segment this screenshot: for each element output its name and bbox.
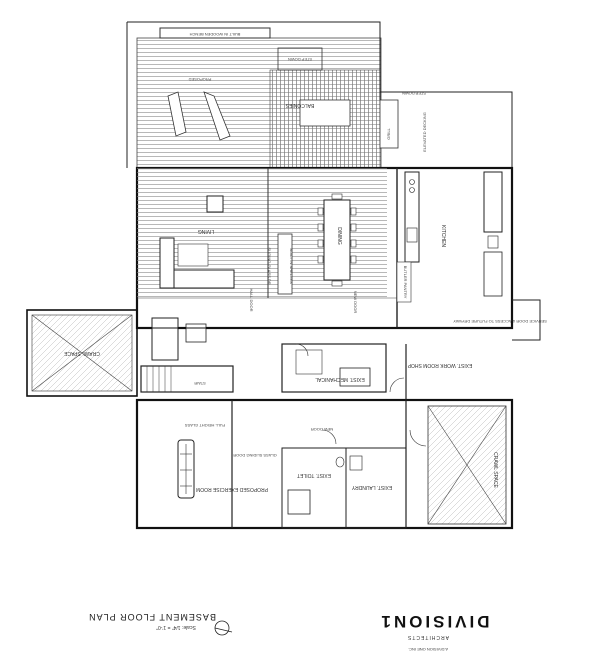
- label-new-door2: NEW DOOR: [311, 427, 334, 432]
- title-block: BASEMENT FLOOR PLAN Scale: 1/4" = 1'-0" …: [88, 612, 489, 652]
- door-swings: [295, 343, 427, 447]
- label-grill: GRILL: [386, 127, 391, 139]
- living-furniture: [159, 195, 293, 295]
- label-toilet: EXIST. TOILET: [297, 472, 331, 478]
- label-step-down-top: STEP DOWN: [288, 57, 312, 62]
- logo-small: A DIVISION ONE INC.: [408, 647, 448, 652]
- label-mechanical: EXIST. MECHANICAL: [315, 376, 365, 382]
- label-full-height-glass: FULL HEIGHT GLASS: [185, 423, 226, 428]
- label-crawl-space-right: CRAWL SPACE: [492, 452, 498, 488]
- label-balcony: BALCONIES: [285, 102, 314, 108]
- label-exercise-room: PROPOSED EXERCISE ROOM: [196, 486, 268, 492]
- label-laundry: EXIST. LAUNDRY: [351, 484, 392, 490]
- label-bench: BUILT IN WOODEN BENCH: [190, 32, 241, 37]
- label-step-down-right: STEP DOWN: [402, 91, 426, 96]
- room-labels: BUILT IN WOODEN BENCH STEP DOWN STEP DOW…: [64, 32, 547, 492]
- label-kitchen: KITCHEN: [440, 225, 446, 247]
- hallway: [137, 317, 512, 361]
- label-built-in-shelves: BUILT IN SHELVES: [289, 248, 294, 284]
- logo: DIVISION1: [378, 612, 489, 631]
- kitchen-fixtures: [396, 171, 503, 303]
- label-service-door: SERVICE DOOR & ACCESS TO FUTURE DRYWAY: [453, 319, 547, 324]
- logo-sub: ARCHITECTS: [407, 634, 449, 640]
- crawl-space-left: [26, 309, 138, 397]
- label-glass-sliding-door: GLASS SLIDING DOOR: [233, 453, 277, 458]
- label-work-shop: EXIST. WORK ROOM SHOP: [407, 362, 472, 368]
- top-deck: [136, 27, 399, 169]
- plan-title: BASEMENT FLOOR PLAN: [88, 612, 216, 622]
- label-dining: DINING: [336, 227, 342, 245]
- label-hall-door: HALL DOOR: [249, 289, 254, 312]
- label-proposed: PROPOSED: [189, 77, 212, 82]
- stair: [140, 365, 234, 393]
- label-living: LIVING: [198, 228, 215, 234]
- label-elevated-deck: ELEVATED DECKING: [422, 112, 427, 152]
- bath-fixtures: [287, 455, 363, 515]
- north-arrow-icon: [214, 620, 233, 636]
- service-entry: [512, 299, 541, 341]
- label-butler-pantry: BUTLER PANTRY: [403, 266, 408, 299]
- label-stair: STAIR: [194, 381, 206, 386]
- label-new-door: NEW DOOR: [353, 291, 358, 314]
- label-crawl-space-left: CRAWL SPACE: [64, 350, 100, 356]
- plan-scale: Scale: 1/4" = 1'-0": [156, 624, 196, 630]
- dining-table: [317, 193, 357, 287]
- crawl-space-right: [427, 405, 507, 525]
- lower-outline: [135, 343, 514, 530]
- exercise-equipment: [177, 439, 195, 499]
- label-sliding-glass: SLIDING GLASS DR: [267, 247, 272, 284]
